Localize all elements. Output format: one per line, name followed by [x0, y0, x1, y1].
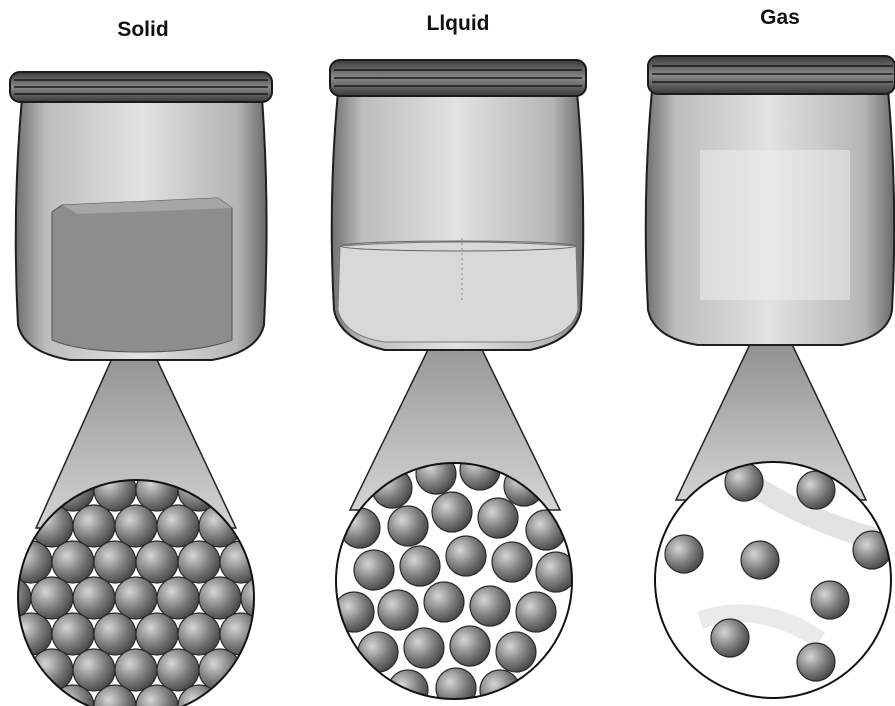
liquid-particle [354, 550, 394, 590]
liquid-particle [516, 592, 556, 632]
liquid-particle [496, 632, 536, 672]
liquid-contents [338, 242, 578, 342]
solid-particle [52, 613, 94, 655]
solid-particle [199, 577, 241, 619]
solid-particle [73, 649, 115, 691]
solid-particle [31, 577, 73, 619]
panel-liquid: Llquid [330, 12, 586, 706]
gas-particle [665, 535, 703, 573]
solid-particle [136, 613, 178, 655]
gas-label: Gas [760, 6, 800, 29]
solid-particle [157, 505, 199, 547]
liquid-particle [450, 626, 490, 666]
liquid-particle [358, 632, 398, 672]
solid-particle [10, 613, 52, 655]
solid-particle [220, 541, 262, 583]
solid-particle [73, 505, 115, 547]
gas-jar-lid [648, 56, 895, 94]
solid-particle [220, 613, 262, 655]
gas-particle [741, 541, 779, 579]
gas-particle [797, 643, 835, 681]
gas-particle [853, 531, 891, 569]
solid-particle [241, 577, 283, 619]
solid-particle [52, 541, 94, 583]
solid-label: Solid [117, 18, 168, 41]
liquid-jar-lid [330, 60, 586, 96]
solid-particle [10, 541, 52, 583]
solid-particle [115, 505, 157, 547]
solid-particle [31, 649, 73, 691]
gas-particle [811, 581, 849, 619]
solid-particle [178, 613, 220, 655]
solid-particle [178, 541, 220, 583]
solid-jar-lid [10, 72, 272, 102]
liquid-particle [470, 586, 510, 626]
solid-particle [73, 577, 115, 619]
liquid-particle [400, 546, 440, 586]
liquid-particle [446, 536, 486, 576]
liquid-particle [432, 492, 472, 532]
liquid-particle [478, 498, 518, 538]
solid-particle [199, 649, 241, 691]
liquid-particle [340, 508, 380, 548]
solid-particle [94, 541, 136, 583]
panel-gas: Gas [646, 6, 895, 698]
liquid-label: Llquid [427, 12, 490, 35]
liquid-particle [404, 628, 444, 668]
solid-particle [157, 577, 199, 619]
solid-contents-block [52, 198, 232, 352]
liquid-particle [436, 668, 476, 706]
gas-particle [711, 619, 749, 657]
solid-particle [157, 649, 199, 691]
liquid-particle [388, 670, 428, 706]
liquid-particle [424, 582, 464, 622]
liquid-particle [388, 506, 428, 546]
solid-particle [136, 541, 178, 583]
solid-particle [115, 649, 157, 691]
panel-solid: Solid [0, 18, 283, 706]
liquid-particle [378, 590, 418, 630]
liquid-particle [492, 542, 532, 582]
liquid-particle [480, 670, 520, 706]
solid-particle [115, 577, 157, 619]
solid-particle [94, 613, 136, 655]
